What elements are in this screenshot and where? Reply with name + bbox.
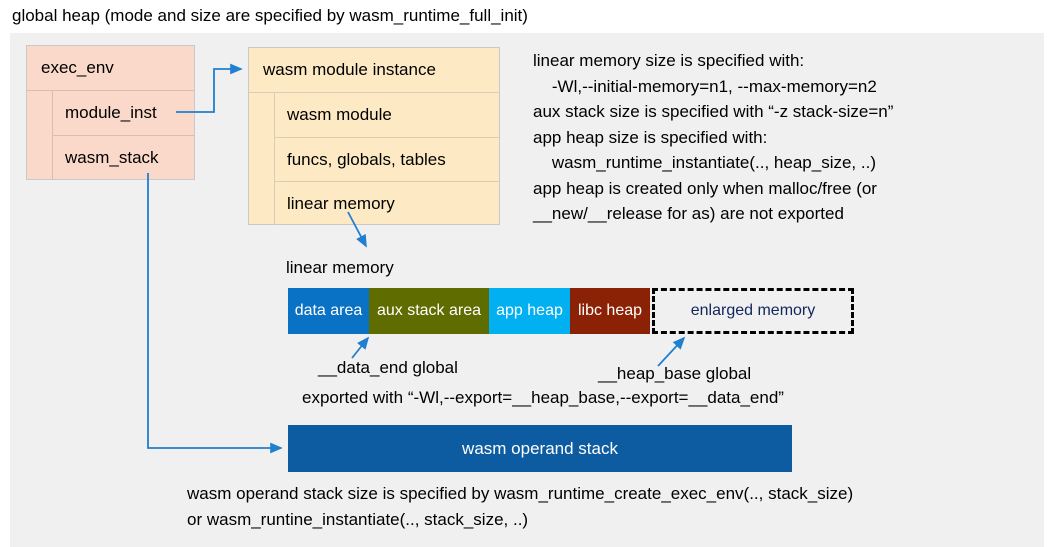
- module-instance-body: wasm module funcs, globals, tables linea…: [249, 93, 499, 225]
- exec-env-field-module-inst: module_inst: [65, 103, 157, 122]
- operand-stack-size-note: wasm operand stack size is specified by …: [187, 484, 854, 529]
- module-instance-field-funcs-globals-tables: funcs, globals, tables: [275, 137, 499, 181]
- memory-segment-data-area: data area: [288, 288, 369, 334]
- data-end-global-label: __data_end global: [318, 358, 458, 377]
- exec-env-header: exec_env: [27, 46, 194, 91]
- exec-env-box: exec_env module_inst wasm_stack: [26, 45, 195, 180]
- heap-base-global-label: __heap_base global: [598, 364, 752, 383]
- exec-env-indent: [27, 91, 53, 179]
- memory-size-notes: linear memory size is specified with: -W…: [533, 51, 894, 223]
- module-instance-header: wasm module instance: [249, 48, 499, 93]
- exec-env-field-wasm-stack: wasm_stack: [53, 135, 194, 179]
- module-instance-rows: wasm module funcs, globals, tables linea…: [275, 93, 499, 225]
- memory-segment-aux-stack-area: aux stack area: [369, 288, 489, 334]
- linear-memory-label: linear memory: [286, 258, 394, 277]
- exec-env-rows: module_inst wasm_stack: [53, 91, 194, 179]
- module-instance-indent: [249, 93, 275, 225]
- module-instance-field-wasm-module: wasm module: [287, 105, 392, 124]
- memory-segment-app-heap: app heap: [489, 288, 570, 334]
- page-title: global heap (mode and size are specified…: [12, 6, 528, 25]
- wasm-operand-stack-box: wasm operand stack: [288, 425, 792, 472]
- export-flags-note: exported with “-Wl,--export=__heap_base,…: [302, 388, 784, 407]
- memory-segment-libc-heap: libc heap: [570, 288, 650, 334]
- module-instance-field-linear-memory: linear memory: [275, 181, 499, 225]
- wasm-module-instance-box: wasm module instance wasm module funcs, …: [248, 47, 500, 225]
- exec-env-body: module_inst wasm_stack: [27, 91, 194, 179]
- wasm-operand-stack-label: wasm operand stack: [462, 438, 618, 458]
- memory-segment-enlarged-memory: enlarged memory: [652, 288, 854, 334]
